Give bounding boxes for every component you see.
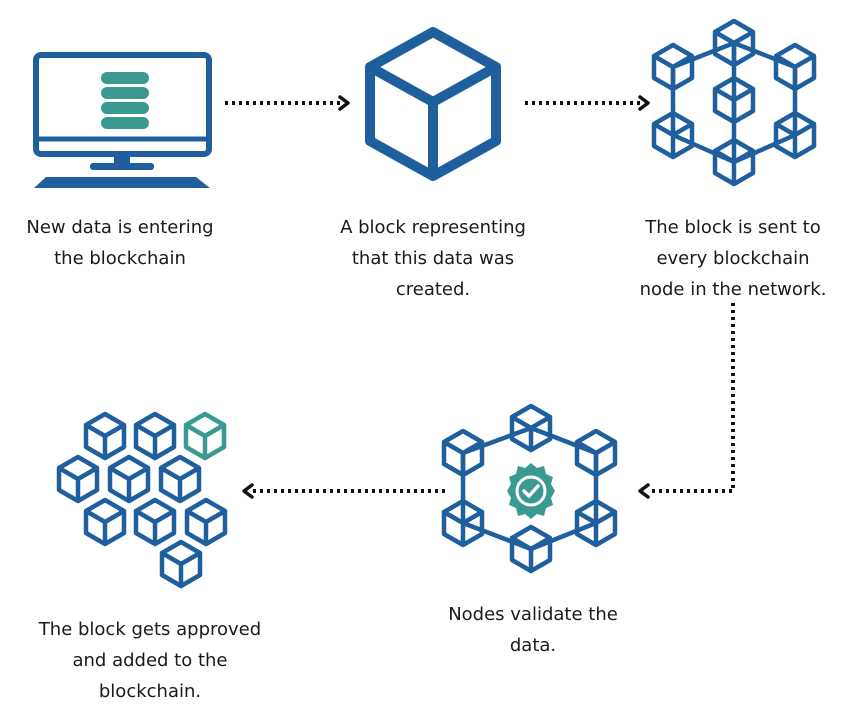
arrow-step3-to-step4 <box>648 303 735 493</box>
cube-block-icon <box>365 27 501 181</box>
monitor-database-icon <box>33 52 212 188</box>
step2-caption: A block representing that this data was … <box>340 217 526 300</box>
block-cluster-icon <box>59 414 225 586</box>
new-block-icon <box>186 414 224 458</box>
blockchain-network-icon <box>654 21 814 184</box>
step5-caption: The block gets approved and added to the… <box>38 619 262 702</box>
step4-caption: Nodes validate the data. <box>448 604 618 656</box>
connectors <box>225 101 735 493</box>
validation-network-icon <box>444 406 615 571</box>
arrowheads <box>242 95 650 499</box>
checkmark-badge-icon <box>507 463 555 519</box>
step3-caption: The block is sent to every blockchain no… <box>639 217 827 300</box>
database-icon <box>101 72 149 129</box>
step1-caption: New data is entering the blockchain <box>26 217 214 269</box>
